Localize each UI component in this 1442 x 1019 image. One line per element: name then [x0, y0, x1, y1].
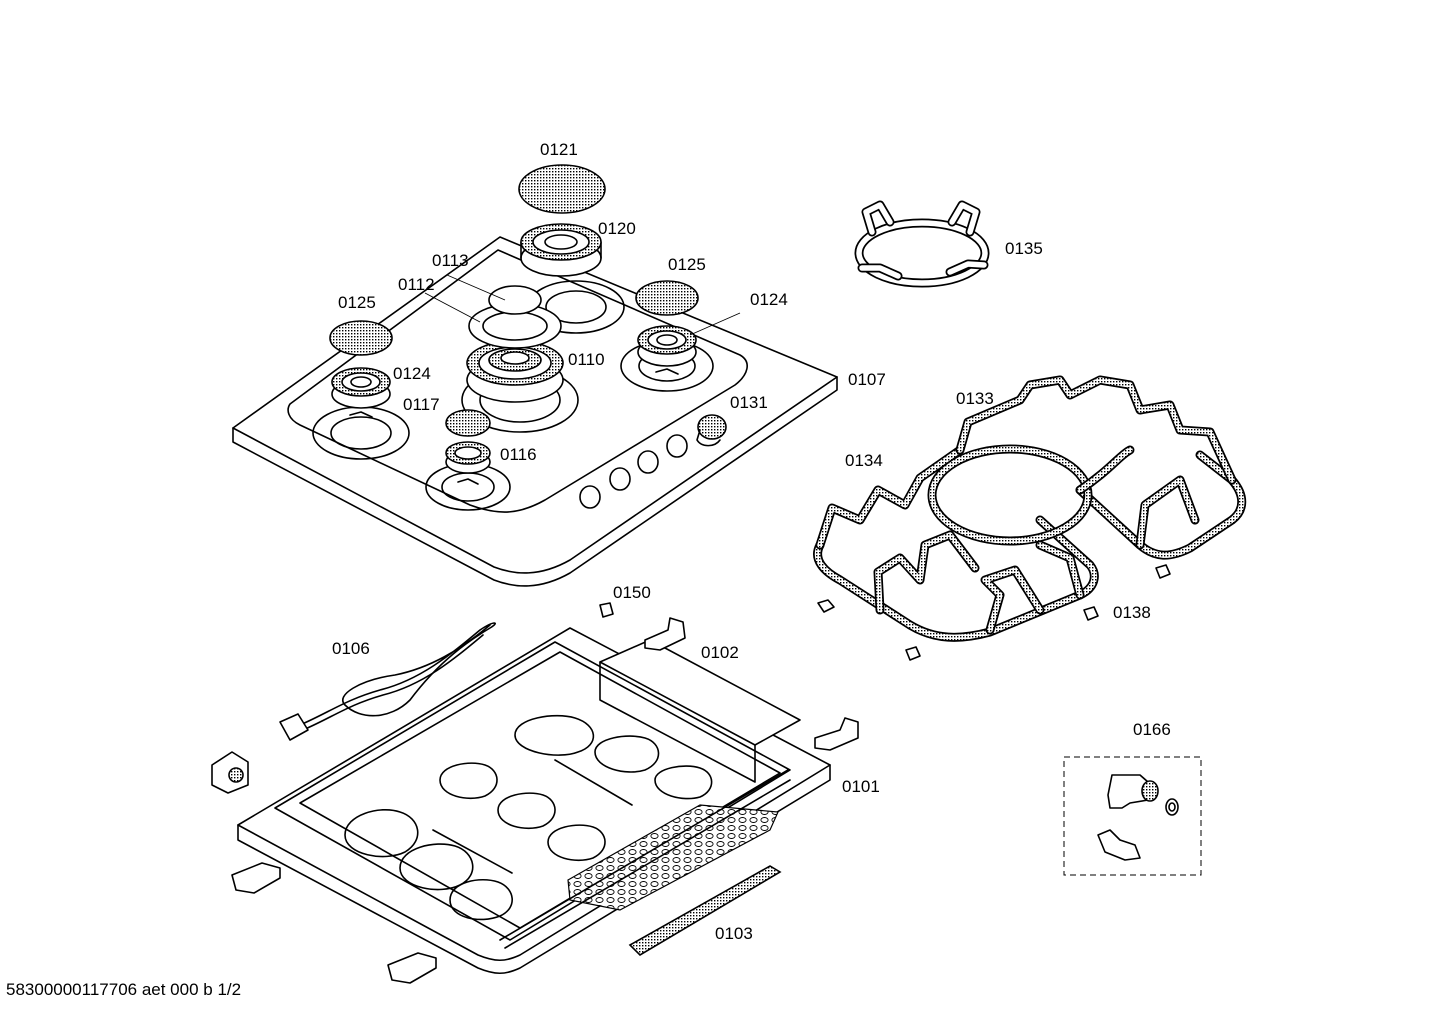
label-0135: 0135	[1005, 239, 1043, 258]
sealing-strip	[628, 865, 782, 957]
label-0113: 0113	[432, 251, 469, 270]
label-0117: 0117	[403, 395, 440, 414]
label-0133: 0133	[956, 389, 994, 408]
control-knob	[696, 414, 727, 447]
label-0124: 0124	[393, 364, 431, 383]
rubber-feet	[599, 564, 1171, 661]
label-0106: 0106	[332, 639, 370, 658]
label-0112: 0112	[398, 275, 435, 294]
label-0166: 0166	[1133, 720, 1171, 739]
label-0120: 0120	[598, 219, 636, 238]
wok-ring-support	[854, 200, 990, 288]
power-cable	[279, 622, 496, 741]
label-0150: 0150	[613, 583, 651, 602]
label-0107: 0107	[848, 370, 886, 389]
label-0110: 0110	[568, 350, 605, 369]
drawing-reference: 58300000117706 aet 000 b 1/2	[6, 980, 242, 999]
label-0134: 0134	[845, 451, 883, 470]
label-0103: 0103	[715, 924, 753, 943]
bottom-tray	[237, 627, 831, 975]
label-0101: 0101	[842, 777, 880, 796]
label-0138: 0138	[1113, 603, 1151, 622]
burner-caps	[329, 164, 699, 437]
label-0121: 0121	[540, 140, 578, 159]
fixing-brackets	[211, 617, 859, 984]
label-0131: 0131	[730, 393, 768, 412]
label-0102: 0102	[701, 643, 739, 662]
label-0125: 0125	[338, 293, 376, 312]
label-0116: 0116	[500, 445, 537, 464]
gas-connection-kit	[1063, 756, 1202, 876]
part-labels: 0121 0120 0113 0112 0125 0125 0124 0124 …	[332, 140, 1171, 943]
pan-support-grid	[813, 375, 1247, 642]
label-0125: 0125	[668, 255, 706, 274]
leader-lines	[424, 274, 741, 336]
label-0124: 0124	[750, 290, 788, 309]
burner-heads	[331, 223, 697, 485]
